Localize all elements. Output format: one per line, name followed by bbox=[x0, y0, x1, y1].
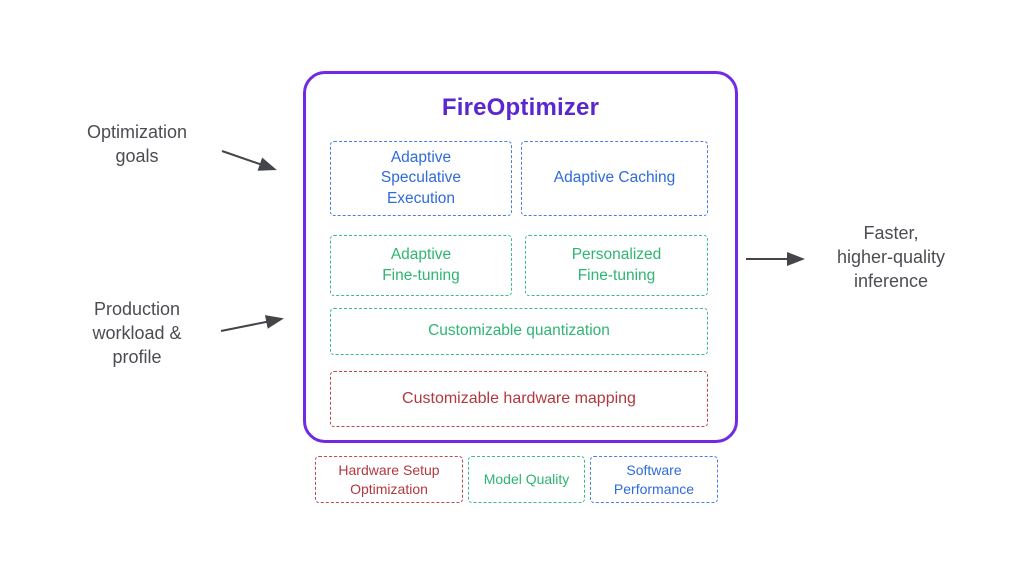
arrow-optimization-goals-icon bbox=[221, 150, 277, 171]
legend-hardware-setup-optimization: Hardware Setup Optimization bbox=[315, 456, 463, 503]
module-adaptive-caching: Adaptive Caching bbox=[521, 141, 708, 216]
output-label-faster-higher-quality-inference: Faster, higher-quality inference bbox=[836, 223, 946, 291]
module-adaptive-fine-tuning: Adaptive Fine-tuning bbox=[330, 235, 512, 296]
legend-model-quality: Model Quality bbox=[468, 456, 585, 503]
input-label-production-workload-profile: Production workload & profile bbox=[92, 299, 182, 367]
module-customizable-hardware-mapping: Customizable hardware mapping bbox=[330, 371, 708, 427]
input-label-optimization-goals: Optimization goals bbox=[86, 122, 188, 166]
module-adaptive-speculative-execution: Adaptive Speculative Execution bbox=[330, 141, 512, 216]
fireoptimizer-container bbox=[303, 71, 738, 443]
diagram-title: FireOptimizer bbox=[441, 94, 600, 121]
module-customizable-quantization: Customizable quantization bbox=[330, 308, 708, 355]
arrow-production-workload-icon bbox=[220, 315, 284, 332]
legend-software-performance: Software Performance bbox=[590, 456, 718, 503]
module-personalized-fine-tuning: Personalized Fine-tuning bbox=[525, 235, 708, 296]
